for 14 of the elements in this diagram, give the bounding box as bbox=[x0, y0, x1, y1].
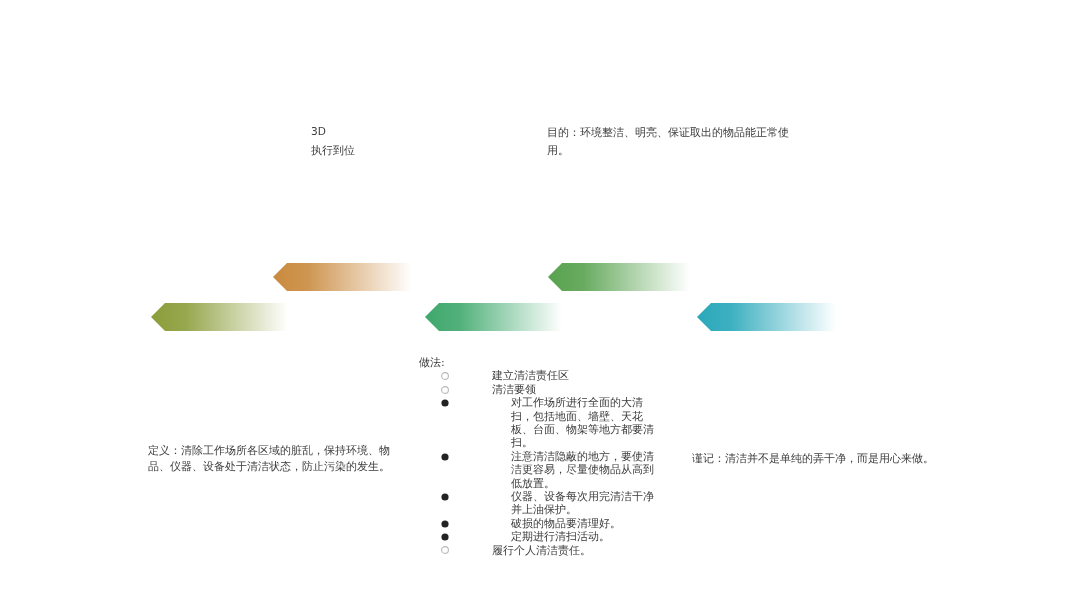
list-item-text: 建立清洁责任区 bbox=[492, 369, 570, 383]
paragraph-text: 定义：清除工作场所各区域的脏乱，保持环境、物品、仪器、设备处于清洁状态，防止污染的发生。 bbox=[148, 443, 391, 475]
list-item-text: 仪器、设备每次用完清洁干净并上油保护。 bbox=[511, 490, 655, 517]
list-item-text: 注意清洁隐蔽的地方，要使清洁更容易，尽量使物品从高到低放置。 bbox=[511, 449, 655, 491]
paragraph-text: 目的：环境整洁、明亮、保证取出的物品能正常使用。 bbox=[547, 125, 790, 158]
paragraph-text: 谨记：清洁并不是单纯的弄干净，而是用心来做。 bbox=[692, 451, 935, 467]
list-item-text: 清洁要领 bbox=[492, 382, 537, 397]
list-item-text: 定期进行清扫活动。 bbox=[511, 530, 611, 544]
list-item-text: 破损的物品要清理好。 bbox=[511, 516, 622, 531]
list-item-text: 履行个人清洁责任。 bbox=[492, 543, 592, 558]
list-item-text: 对工作场所进行全面的大清扫，包括地面、墙壁、天花板、台面、物架等地方都要清扫。 bbox=[511, 396, 655, 450]
list-heading: 做法: bbox=[419, 356, 446, 370]
heading-text: 执行到位 bbox=[311, 143, 356, 158]
heading-text: 3D bbox=[311, 124, 327, 139]
